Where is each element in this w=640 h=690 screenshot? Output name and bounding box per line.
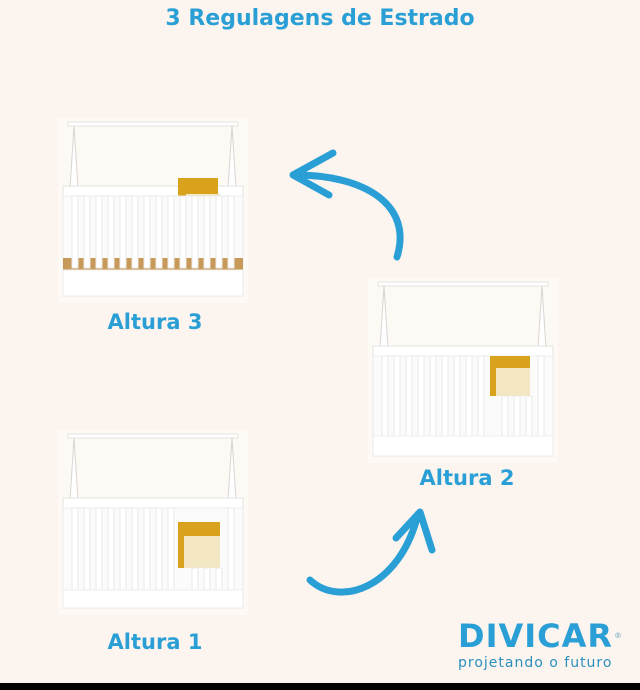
altura-3-label: Altura 3	[107, 310, 203, 334]
curved-arrow-up-right-icon	[300, 498, 440, 612]
bottom-bar	[0, 683, 640, 690]
divicar-logo: DIVICAR® projetando o futuro	[458, 618, 638, 672]
page-title: 3 Regulagens de Estrado	[165, 6, 475, 31]
logo-brand: DIVICAR	[458, 617, 614, 655]
altura-1-label: Altura 1	[107, 630, 203, 654]
crib-image-altura-3	[58, 118, 248, 303]
logo-tagline: projetando o futuro	[458, 655, 613, 671]
altura-2-label: Altura 2	[419, 466, 515, 490]
curved-arrow-up-left-icon	[285, 145, 415, 269]
crib-image-altura-1	[58, 430, 248, 615]
registered-mark: ®	[614, 631, 624, 640]
crib-image-altura-2	[368, 278, 558, 463]
